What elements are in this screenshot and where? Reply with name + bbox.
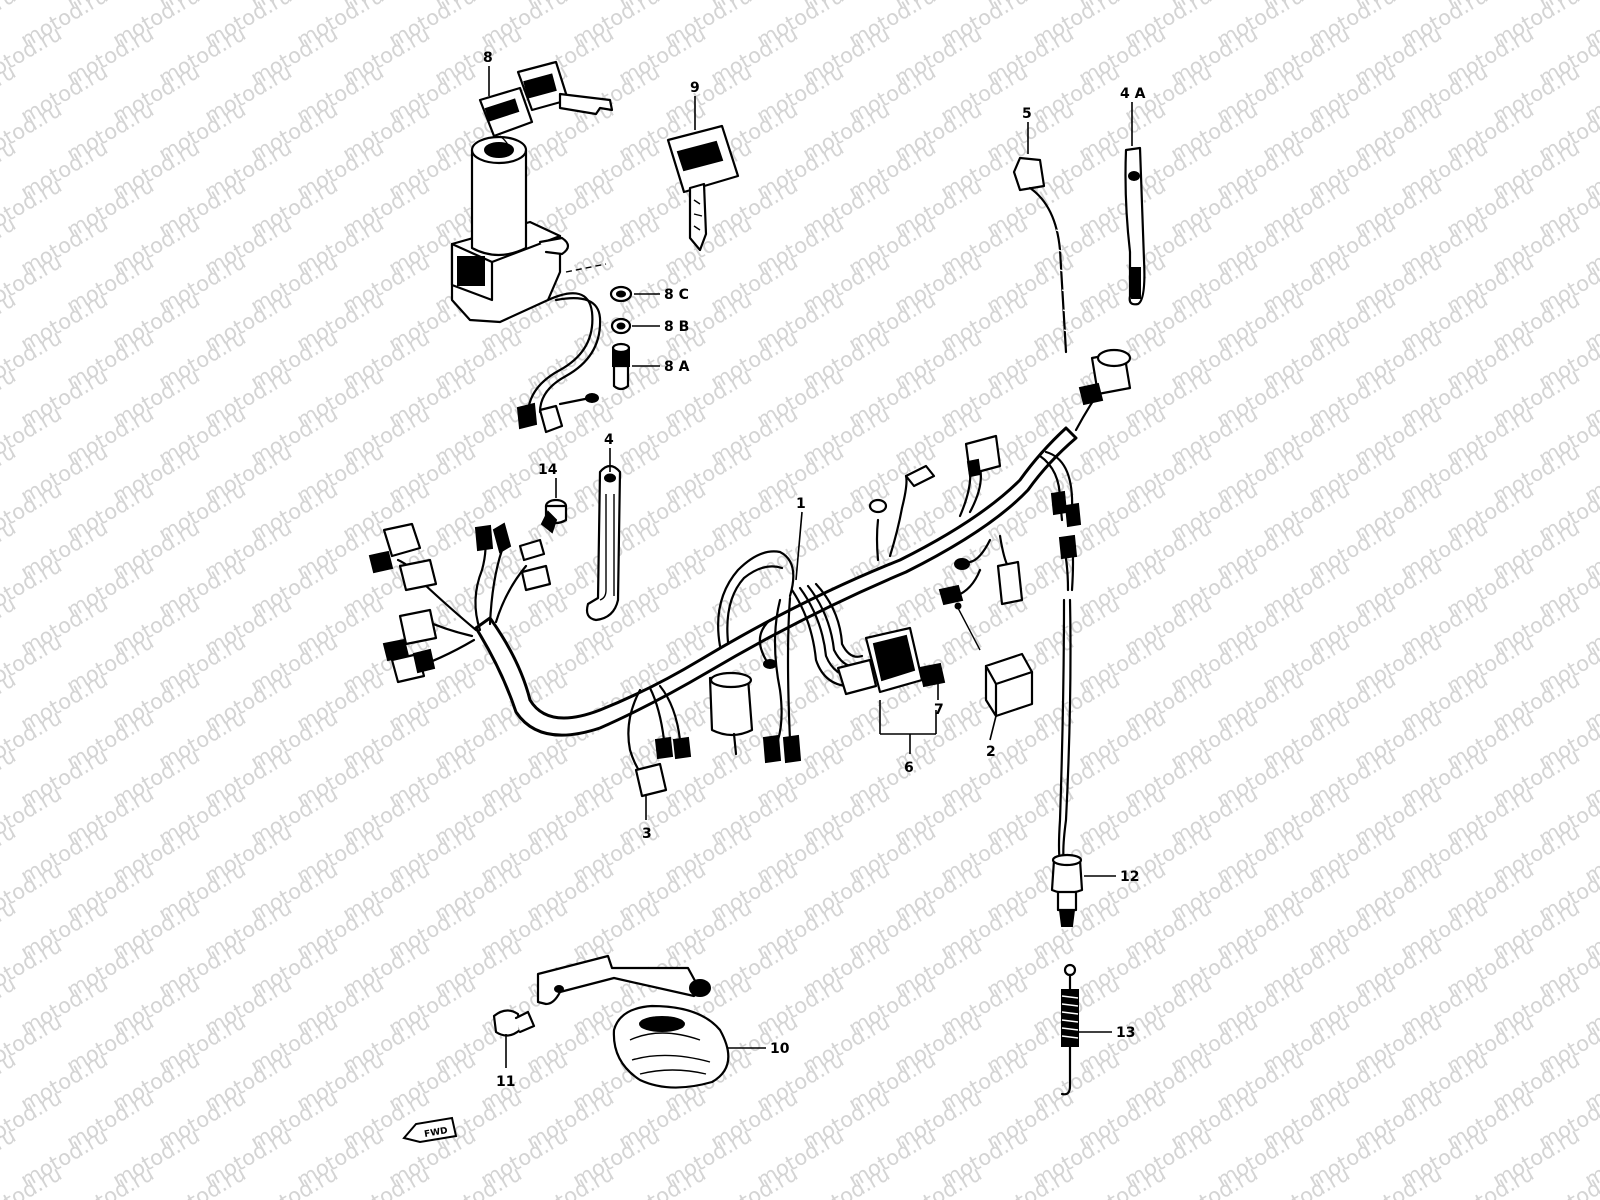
horn-10 — [536, 954, 730, 1089]
key-blank — [666, 124, 740, 252]
screw-8a — [611, 342, 631, 391]
label-4: 4 — [604, 432, 614, 448]
fwd-badge-text: FWD — [424, 1126, 449, 1140]
watermark-text: motod.ru — [247, 1161, 342, 1200]
label-12: 12 — [1120, 869, 1139, 885]
switch-12 — [1050, 534, 1084, 927]
watermark-text: motod.ru — [615, 1161, 710, 1200]
label-10: 10 — [770, 1041, 790, 1057]
watermark-text: motod.ru — [155, 1161, 250, 1200]
label-8a: 8 A — [664, 359, 690, 375]
watermark-text: motod.ru — [431, 1161, 526, 1200]
part-labels: 1 2 3 4 4 A 5 6 7 8 8 A 8 B 8 C 9 10 11 … — [483, 50, 1146, 1090]
watermark-text: motod.ru — [891, 1161, 986, 1200]
watermark-text: motod.ru — [707, 1161, 802, 1200]
label-5: 5 — [1022, 106, 1032, 122]
label-8b: 8 B — [664, 319, 689, 335]
clamp-5 — [1012, 156, 1071, 354]
label-6: 6 — [904, 760, 914, 776]
label-11: 11 — [496, 1074, 515, 1090]
watermark-text: motod.ru — [1351, 1161, 1446, 1200]
label-3: 3 — [642, 826, 652, 842]
bolt-11 — [492, 1009, 536, 1037]
label-1: 1 — [796, 496, 806, 512]
watermark-text: motod.ru — [339, 1161, 434, 1200]
label-9: 9 — [690, 80, 700, 96]
label-7: 7 — [934, 702, 944, 718]
ignition-switch — [450, 60, 614, 434]
label-8c: 8 C — [664, 287, 689, 303]
watermark-text: motod.ru — [1259, 1161, 1354, 1200]
watermark-text: motod.ru — [1167, 1161, 1262, 1200]
wiring-harness — [368, 348, 1132, 798]
screw-14 — [540, 498, 568, 534]
fwd-badge: FWD — [402, 1116, 458, 1144]
leader-lines — [488, 66, 1133, 1068]
cap-2 — [954, 602, 1034, 718]
clamp-4a — [1124, 146, 1146, 306]
label-4a: 4 A — [1120, 86, 1146, 102]
label-14: 14 — [538, 462, 558, 478]
watermark-text: motod.ru — [63, 1161, 158, 1200]
watermark-text: motod.ru — [983, 1161, 1078, 1200]
label-2: 2 — [986, 744, 996, 760]
washer-8c — [609, 285, 633, 303]
watermark-text: motod.ru — [1443, 1161, 1538, 1200]
label-13: 13 — [1116, 1025, 1135, 1041]
label-8: 8 — [483, 50, 493, 66]
watermark-text: motod.ru — [1075, 1161, 1170, 1200]
washer-8b — [610, 317, 632, 335]
watermark-text: motod.ru — [523, 1161, 618, 1200]
spring-13 — [1060, 963, 1079, 1096]
watermark-text: motod.ru — [799, 1161, 894, 1200]
clamp-4 — [585, 464, 622, 622]
